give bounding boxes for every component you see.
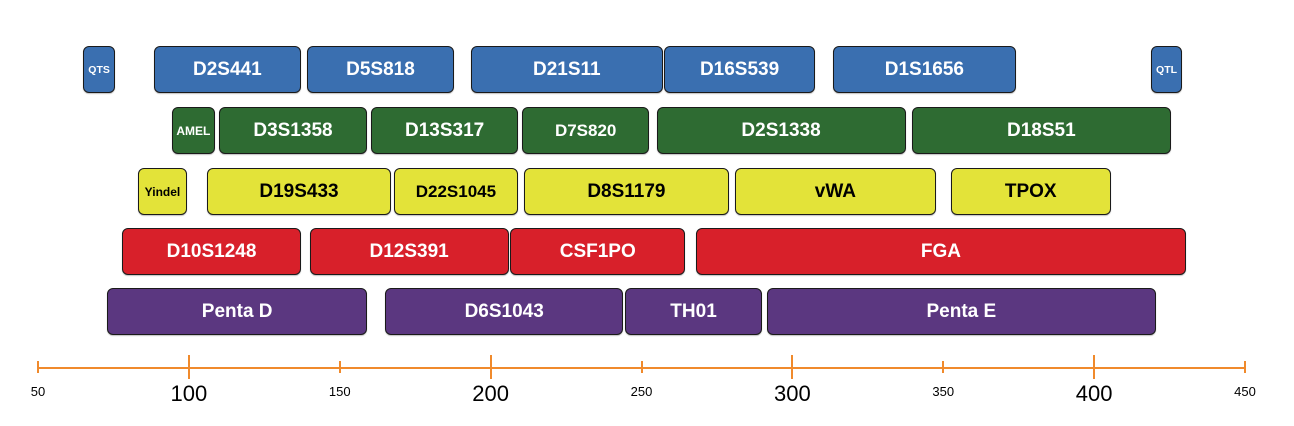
axis-tick-label: 50 (30, 384, 46, 399)
marker-d7s820: D7S820 (522, 107, 650, 154)
marker-csf1po: CSF1PO (510, 228, 686, 275)
axis-tick (489, 355, 492, 379)
marker-d18s51: D18S51 (911, 107, 1172, 154)
marker-fga: FGA (695, 228, 1187, 275)
marker-d19s433: D19S433 (206, 168, 392, 215)
marker-d1s1656: D1S1656 (833, 46, 1016, 93)
marker-yindel: Yindel (137, 168, 188, 215)
axis-tick (640, 361, 643, 373)
marker-qtl: QTL (1151, 46, 1182, 93)
marker-th01: TH01 (624, 288, 763, 335)
axis-tick (37, 361, 39, 373)
axis-tick (791, 355, 794, 379)
axis-tick-label: 450 (1234, 384, 1256, 399)
marker-penta-d: Penta D (107, 288, 367, 335)
marker-d6s1043: D6S1043 (385, 288, 624, 335)
marker-tpox: TPOX (950, 168, 1111, 215)
marker-vwa: vWA (735, 168, 936, 215)
axis-tick (1093, 355, 1096, 379)
marker-d12s391: D12S391 (309, 228, 509, 275)
marker-amel: AMEL (172, 107, 215, 154)
axis-tick (187, 355, 190, 379)
axis-tick-label: 100 (170, 381, 208, 406)
axis-tick-label: 250 (630, 384, 653, 399)
marker-d16s539: D16S539 (664, 46, 815, 93)
marker-penta-e: Penta E (766, 288, 1156, 335)
marker-qts: QTS (83, 46, 115, 93)
axis-tick-label: 200 (472, 381, 509, 406)
axis-tick-label: 300 (774, 381, 811, 406)
axis-tick-label: 150 (328, 384, 351, 399)
axis-tick (338, 361, 341, 373)
marker-d5s818: D5S818 (306, 46, 455, 93)
marker-d2s1338: D2S1338 (656, 107, 906, 154)
axis-tick (1244, 361, 1246, 373)
marker-d8s1179: D8S1179 (523, 168, 729, 215)
axis-tick-label: 400 (1075, 381, 1113, 406)
marker-d10s1248: D10S1248 (122, 228, 301, 275)
marker-d21s11: D21S11 (471, 46, 663, 93)
marker-d3s1358: D3S1358 (219, 107, 367, 154)
axis-tick (942, 361, 945, 373)
marker-d22s1045: D22S1045 (394, 168, 518, 215)
marker-d2s441: D2S441 (154, 46, 301, 93)
marker-d13s317: D13S317 (371, 107, 518, 154)
axis-tick-label: 350 (932, 384, 955, 399)
